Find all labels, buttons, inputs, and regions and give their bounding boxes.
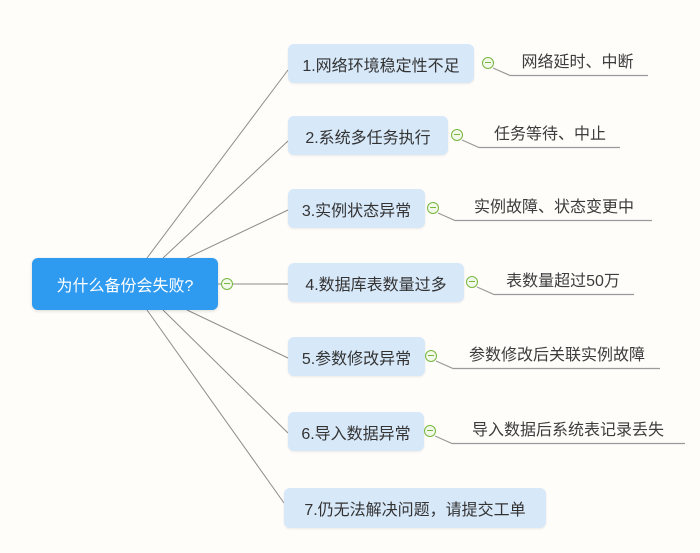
collapse-minus-icon[interactable]: [425, 350, 437, 362]
collapse-minus-icon[interactable]: [221, 278, 233, 290]
branch-topic-5[interactable]: 5.参数修改异常: [288, 337, 425, 376]
leaf-topic-4[interactable]: 表数量超过50万: [506, 273, 620, 290]
collapse-minus-icon[interactable]: [482, 57, 494, 69]
leaf-topic-2[interactable]: 任务等待、中止: [493, 126, 606, 143]
collapse-minus-icon[interactable]: [466, 276, 478, 288]
leaf-underline-connectors: [434, 67, 685, 445]
branch-topic-3[interactable]: 3.实例状态异常: [288, 189, 425, 228]
branch-topic-7[interactable]: 7.仍无法解决问题，请提交工单: [284, 488, 546, 528]
collapse-minus-icon[interactable]: [424, 425, 436, 437]
branch-topic-6[interactable]: 6.导入数据异常: [288, 412, 424, 451]
leaf-topic-6[interactable]: 导入数据后系统表记录丢失: [471, 422, 664, 439]
branch-topic-2[interactable]: 2.系统多任务执行: [288, 116, 448, 155]
leaf-topic-5[interactable]: 参数修改后关联实例故障: [468, 347, 645, 364]
leaf-topic-1[interactable]: 网络延时、中断: [521, 54, 634, 71]
leaf-topic-3[interactable]: 实例故障、状态变更中: [473, 199, 634, 216]
collapse-minus-icon[interactable]: [451, 129, 463, 141]
root-topic[interactable]: 为什么备份会失败?: [32, 258, 218, 310]
branch-topic-1[interactable]: 1.网络环境稳定性不足: [288, 44, 474, 83]
root-branch-connectors: [146, 69, 289, 504]
branch-topic-4[interactable]: 4.数据库表数量过多: [288, 263, 464, 302]
collapse-minus-icon[interactable]: [427, 202, 439, 214]
